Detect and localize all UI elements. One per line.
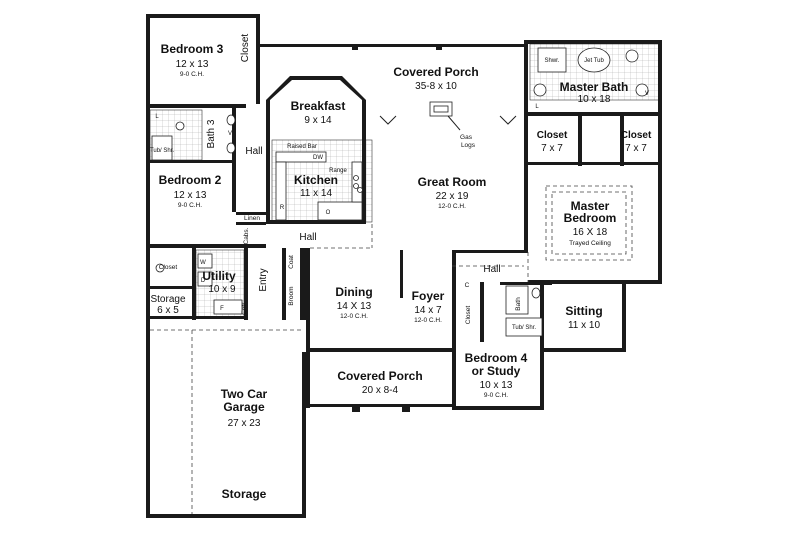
garage-name1: Two Car (221, 387, 268, 401)
trayed-ceiling-outline (545, 185, 633, 261)
tub-shr-bedroom4: Tub/ Shr. (512, 325, 536, 331)
hall-center: Hall (299, 232, 316, 243)
bedroom3-size: 12 x 13 (176, 59, 209, 70)
foyer-size: 14 x 7 (414, 305, 442, 316)
vanity-bath3: V (228, 131, 232, 137)
cabs-label: Cabs. (243, 227, 250, 244)
great-room-name: Great Room (418, 175, 487, 189)
master-bedroom-ceiling: Trayed Ceiling (569, 240, 611, 247)
dining-name: Dining (335, 285, 372, 299)
closet-utility: Closet (159, 264, 178, 271)
great-room-ceiling: 12-0 C.H. (438, 203, 466, 210)
foyer-ceiling: 12-0 C.H. (414, 317, 442, 324)
raised-bar: Raised Bar (287, 144, 317, 150)
bedroom2-ceiling: 9-0 C.H. (178, 202, 202, 209)
bedroom4-size: 10 x 13 (480, 380, 513, 391)
porch-post (352, 404, 360, 412)
gas-logs-2: Logs (461, 142, 476, 149)
bedroom4-name2: or Study (472, 364, 521, 378)
cntr-label: Cntr. (241, 301, 248, 315)
garage-size: 27 x 23 (228, 418, 261, 429)
storage-small-size: 6 x 5 (157, 305, 179, 316)
tub-shr-bath3: Tub/ Shr. (150, 148, 174, 154)
sitting-size: 11 x 10 (568, 320, 600, 331)
dw-label: DW (313, 155, 323, 161)
porch-post (402, 404, 410, 412)
shower-label: Shwr. (544, 58, 559, 64)
entry-label: Entry (258, 268, 269, 291)
broom-label: Broom (288, 286, 295, 305)
master-bath-name: Master Bath (560, 80, 629, 94)
rear-porch-size: 35-8 x 10 (415, 81, 457, 92)
linen-label: Linen (244, 215, 260, 222)
front-porch-size: 20 x 8-4 (362, 385, 399, 396)
minor-labels: Closet Bath 3 Hall Hall Hall Linen Cabs.… (150, 34, 652, 331)
linen-l-master: L (535, 104, 539, 110)
foyer-name: Foyer (412, 289, 445, 303)
washer-label: W (200, 260, 206, 266)
master-bedroom-name2: Bedroom (564, 211, 617, 225)
master-bath-size: 10 x 18 (578, 94, 611, 105)
master-bedroom-name1: Master (571, 199, 610, 213)
storage-small-name: Storage (150, 294, 185, 305)
garage-storage: Storage (222, 487, 267, 501)
front-porch-name: Covered Porch (337, 369, 422, 383)
closet-master-left-size: 7 x 7 (541, 143, 563, 154)
hall-right: Hall (483, 264, 500, 275)
dining-size: 14 X 13 (337, 301, 372, 312)
walls (146, 14, 662, 518)
utility-size: 10 x 9 (208, 284, 236, 295)
breakfast-size: 9 x 14 (304, 115, 332, 126)
bedroom2-size: 12 x 13 (174, 190, 207, 201)
bedroom4-ceiling: 9-0 C.H. (484, 392, 508, 399)
breakfast-name: Breakfast (291, 99, 346, 113)
bedroom3-name: Bedroom 3 (161, 42, 224, 56)
jet-tub-label: Jet Tub (584, 58, 604, 64)
freezer-label: F (220, 306, 224, 312)
closet-master-right-size: 7 x 7 (625, 143, 647, 154)
oven-label: O (326, 210, 331, 216)
linen-l-bath3: L (155, 114, 159, 120)
room-labels: Bedroom 3 12 x 13 9-0 C.H. Bedroom 2 12 … (150, 42, 628, 501)
refrigerator-label: R (280, 205, 285, 211)
coat-c-label: C (465, 282, 470, 289)
bedroom2-name: Bedroom 2 (159, 173, 222, 187)
kitchen-name: Kitchen (294, 173, 338, 187)
closet-bedroom4: Closet (465, 306, 472, 325)
bath3-label: Bath 3 (206, 119, 217, 148)
sitting-name: Sitting (565, 304, 602, 318)
closet-master-right: Closet (621, 130, 652, 141)
coat-label: Coat (288, 255, 295, 269)
porch-post (436, 44, 442, 50)
garage-name2: Garage (223, 400, 265, 414)
closet-bedroom3: Closet (240, 34, 251, 63)
great-room-size: 22 x 19 (436, 191, 469, 202)
dining-ceiling: 12-0 C.H. (340, 313, 368, 320)
master-bedroom-size: 16 X 18 (573, 227, 608, 238)
kitchen-size: 11 x 14 (300, 188, 332, 199)
utility-name: Utility (202, 269, 236, 283)
vanity-master: V (645, 91, 649, 97)
porch-post (352, 44, 358, 50)
range-label: Range (329, 168, 347, 174)
closet-master-left: Closet (537, 130, 568, 141)
gas-logs-1: Gas (460, 134, 473, 141)
bath-bedroom4: Bath (515, 297, 522, 311)
hall-left: Hall (245, 146, 262, 157)
bedroom4-name1: Bedroom 4 (465, 351, 528, 365)
dryer-label: D (201, 278, 206, 284)
fixtures (151, 47, 649, 337)
rear-porch-name: Covered Porch (393, 65, 478, 79)
bedroom3-ceiling: 9-0 C.H. (180, 71, 204, 78)
